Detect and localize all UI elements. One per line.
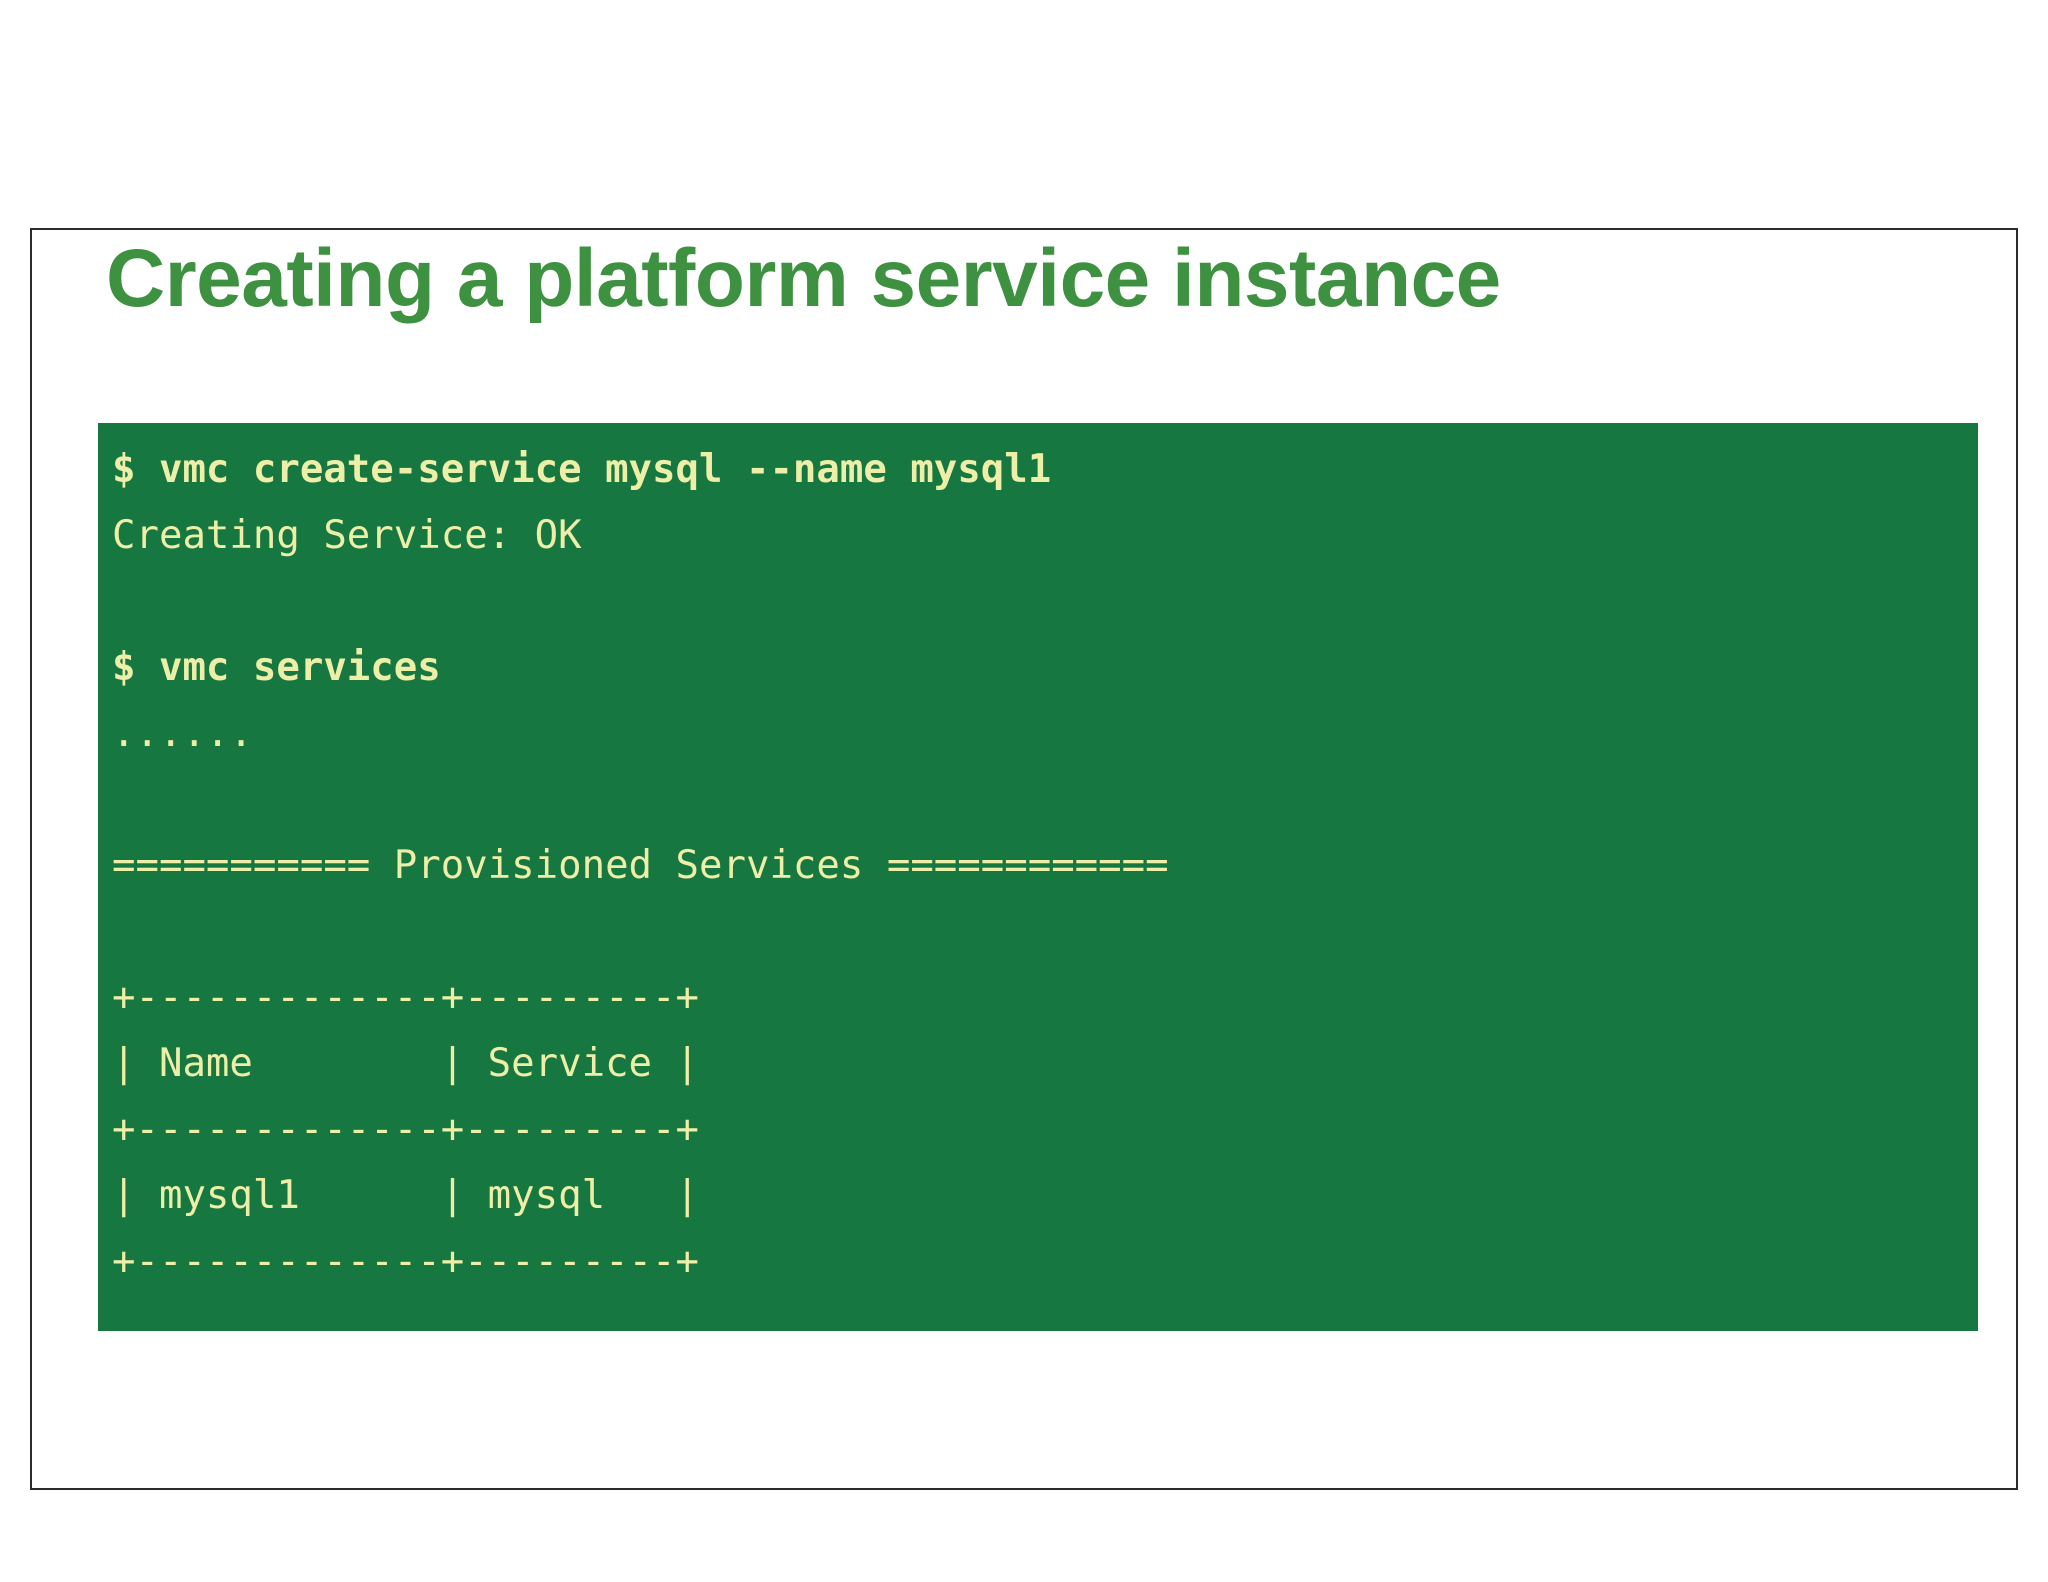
- presentation-slide: Creating a platform service instance $ v…: [30, 228, 2018, 1490]
- terminal-line: [112, 899, 1978, 965]
- terminal-line: $ vmc services: [112, 645, 441, 690]
- page-title: Creating a platform service instance: [106, 233, 1501, 324]
- terminal-line: | mysql1 | mysql |: [112, 1173, 699, 1218]
- terminal-line: +-------------+---------+: [112, 1239, 699, 1284]
- terminal-output: $ vmc create-service mysql --name mysql1…: [112, 437, 1978, 1295]
- terminal-line: | Name | Service |: [112, 1041, 699, 1086]
- terminal-line: [112, 767, 1978, 833]
- terminal-line: =========== Provisioned Services =======…: [112, 843, 1169, 888]
- terminal-line: +-------------+---------+: [112, 975, 699, 1020]
- terminal-line: Creating Service: OK: [112, 513, 582, 558]
- terminal-line: [112, 569, 1978, 635]
- terminal-line: ......: [112, 711, 253, 756]
- terminal-line: $ vmc create-service mysql --name mysql1: [112, 447, 1052, 492]
- terminal-line: +-------------+---------+: [112, 1107, 699, 1152]
- terminal-console-block: $ vmc create-service mysql --name mysql1…: [98, 423, 1978, 1331]
